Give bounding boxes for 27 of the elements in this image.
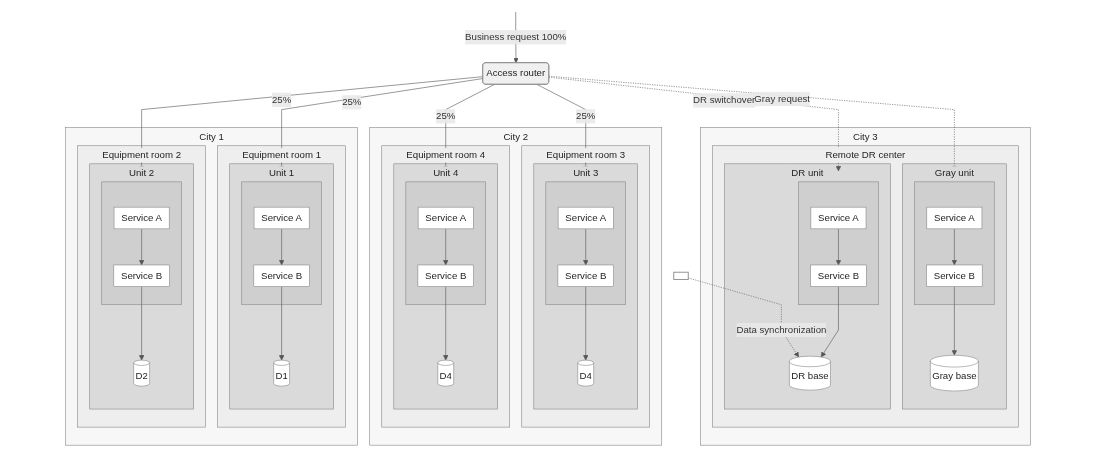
cluster <box>798 181 879 306</box>
node-box: Service A <box>557 206 614 230</box>
cluster <box>914 181 995 306</box>
node-box: Service A <box>810 206 867 230</box>
node-box: Service B <box>417 264 474 287</box>
cluster <box>405 181 486 306</box>
edge-label: 25% <box>436 110 456 122</box>
edge-label: 25% <box>576 110 596 122</box>
node-box: Service B <box>557 264 614 287</box>
node-box <box>673 271 689 280</box>
edge-label: 25% <box>271 94 292 105</box>
node-box: Service B <box>926 264 983 287</box>
node-box: Service B <box>253 264 310 287</box>
edge-label: Gray request <box>754 93 811 104</box>
edge-label: 25% <box>342 96 362 108</box>
edge-label: Business request 100% <box>465 31 567 43</box>
node-box: Service B <box>113 264 170 287</box>
cluster <box>101 181 182 306</box>
edge-label: Data synchronization <box>736 324 827 335</box>
node-box: Service B <box>810 264 867 287</box>
node-box: Service A <box>253 206 310 230</box>
cluster <box>241 181 322 306</box>
cluster <box>545 181 626 306</box>
node-box: Service A <box>926 206 983 230</box>
node-box: Service A <box>113 206 170 230</box>
node-box: Service A <box>417 206 474 230</box>
edge-label: DR switchover <box>693 95 756 106</box>
